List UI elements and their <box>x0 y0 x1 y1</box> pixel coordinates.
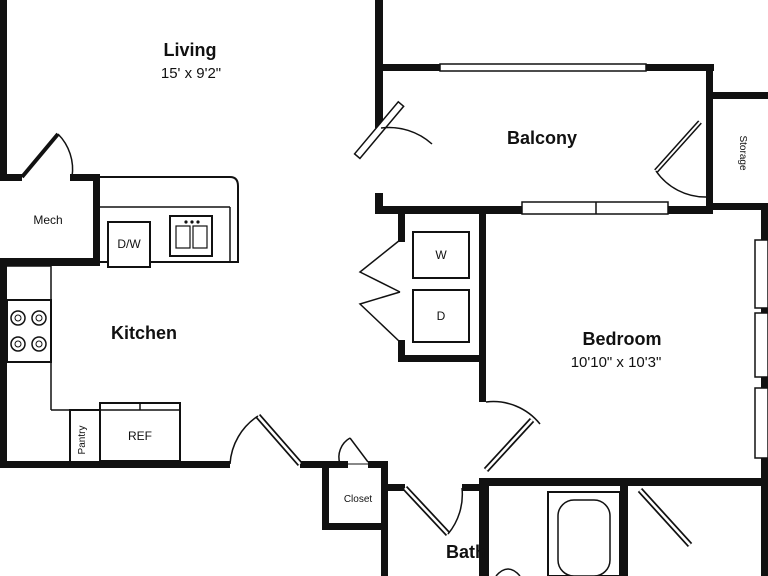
toilet-icon <box>495 568 521 576</box>
dishwasher-icon <box>107 221 151 268</box>
doors <box>20 100 707 548</box>
closet-label: Closet <box>344 494 373 505</box>
refrigerator-icon <box>99 402 181 462</box>
kitchen-label: Kitchen <box>111 323 177 343</box>
living-room-dimensions: 15' x 9'2" <box>161 65 221 82</box>
dryer-icon <box>412 289 470 343</box>
bathtub-icon <box>547 491 621 576</box>
washer-icon <box>412 231 470 279</box>
sink-icon <box>169 215 213 257</box>
windows <box>439 63 768 459</box>
bedroom-label: Bedroom <box>582 329 661 349</box>
dishwasher-label: D/W <box>117 237 141 251</box>
refrigerator-label: REF <box>128 429 152 443</box>
balcony-label: Balcony <box>507 128 577 148</box>
mech-label: Mech <box>33 213 62 227</box>
washer-label: W <box>435 248 447 262</box>
bath-label: Bath <box>446 542 486 562</box>
living-room-label: Living <box>164 40 217 60</box>
stove-icon <box>10 310 47 352</box>
storage-label: Storage <box>737 135 748 170</box>
bedroom-dimensions: 10'10" x 10'3" <box>571 354 662 371</box>
pantry-label: Pantry <box>77 426 88 455</box>
kitchen-counters <box>6 176 239 463</box>
dryer-label: D <box>437 309 446 323</box>
